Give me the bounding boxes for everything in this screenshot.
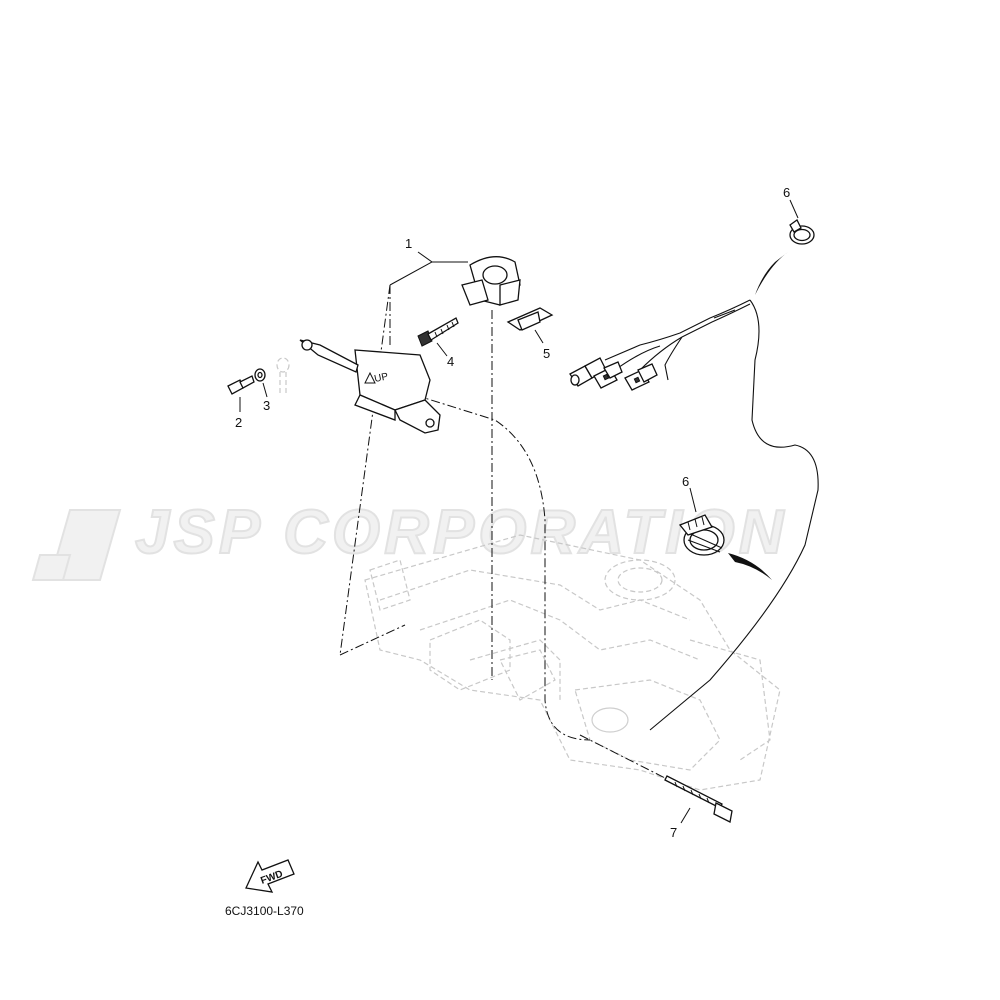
arrow-to-harness-top bbox=[755, 252, 788, 295]
callout-7: 6 bbox=[682, 474, 689, 489]
bolt-part-2 bbox=[227, 375, 255, 395]
trim-sensor-assembly: UP bbox=[299, 339, 441, 434]
callout-6a-leader bbox=[789, 199, 799, 219]
tape-part-5 bbox=[506, 307, 554, 331]
clamp-part-6-top bbox=[789, 219, 815, 245]
arrow-to-harness-bottom bbox=[728, 553, 772, 580]
callout-5: 5 bbox=[543, 346, 550, 361]
watermark-text-fill: JSP CORPORATION bbox=[135, 498, 788, 567]
callout-6b: 7 bbox=[670, 825, 677, 840]
drawing-code: 6CJ3100-L370 bbox=[225, 904, 304, 918]
callout-2: 2 bbox=[235, 415, 242, 430]
washer-part-3 bbox=[254, 368, 266, 382]
callout-6a: 6 bbox=[783, 185, 790, 200]
callout-3-leader bbox=[262, 382, 268, 398]
screw-part-4 bbox=[417, 317, 459, 347]
callout-5-leader bbox=[534, 329, 544, 344]
connector-2 bbox=[593, 361, 623, 389]
watermark-text: JSP CORPORATION bbox=[135, 498, 788, 567]
callout-4: 4 bbox=[447, 354, 454, 369]
collar-ghost bbox=[276, 357, 290, 395]
cord-holder bbox=[461, 256, 521, 306]
bracket-assembly-ghost bbox=[364, 534, 781, 791]
watermark: JSP CORPORATION JSP CORPORATION bbox=[31, 497, 788, 581]
up-arrow-icon bbox=[364, 371, 376, 384]
hose-clamp-part-7 bbox=[678, 514, 725, 556]
callout-6b-leader bbox=[680, 807, 691, 824]
guide-lines bbox=[339, 284, 591, 741]
cable-tie-part-6-bottom bbox=[579, 734, 733, 823]
fwd-arrow-icon: FWD bbox=[245, 859, 295, 893]
callout-3: 3 bbox=[263, 398, 270, 413]
connector-3 bbox=[624, 363, 658, 391]
callout-1-leader bbox=[389, 251, 468, 286]
callout-7-leader bbox=[689, 487, 697, 513]
callout-4-leader bbox=[436, 342, 448, 357]
callout-1: 1 bbox=[405, 236, 412, 251]
watermark-logo-mark bbox=[31, 509, 122, 581]
wire-harness bbox=[604, 299, 819, 731]
sensor-up-marking: UP bbox=[373, 371, 389, 385]
